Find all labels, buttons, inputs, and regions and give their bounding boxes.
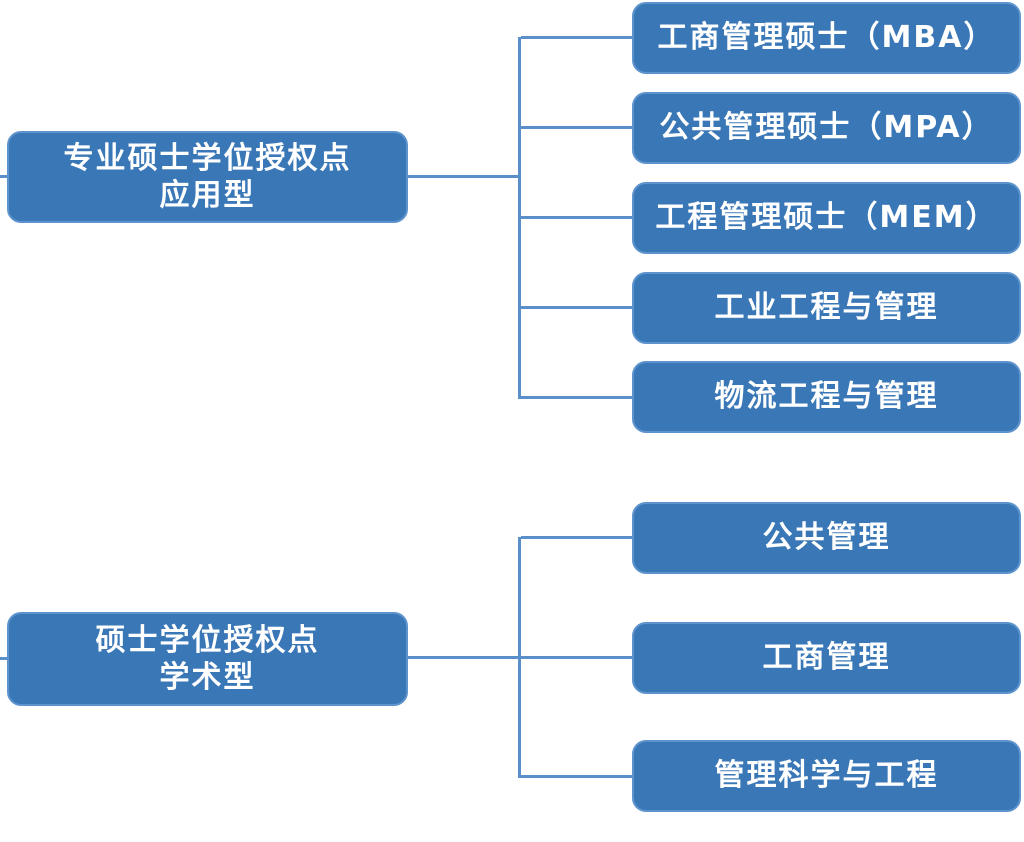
- node-label: 工商管理: [762, 640, 891, 676]
- connector-parent1-branch: [408, 175, 521, 178]
- node-mpa: 公共管理硕士（MPA）: [632, 92, 1021, 164]
- node-label: 物流工程与管理: [714, 379, 939, 415]
- connector-child-1-2: [521, 126, 632, 129]
- node-label: 工业工程与管理: [714, 290, 939, 326]
- node-label-line1: 专业硕士学位授权点: [63, 140, 352, 176]
- node-industrial-engineering: 工业工程与管理: [632, 272, 1021, 344]
- connector-child-2-2: [521, 656, 632, 659]
- node-label-line2: 学术型: [159, 660, 256, 695]
- connector-root-stub-group1: [0, 175, 9, 178]
- node-professional-master-parent: 专业硕士学位授权点 应用型: [7, 131, 408, 223]
- node-label-line1: 硕士学位授权点: [95, 622, 320, 658]
- node-management-science-engineering: 管理科学与工程: [632, 740, 1021, 812]
- connector-child-2-3: [521, 775, 632, 778]
- node-label: 工商管理硕士（MBA）: [657, 20, 996, 56]
- node-academic-master-parent: 硕士学位授权点 学术型: [7, 612, 408, 706]
- node-label: 公共管理: [762, 520, 891, 556]
- node-label: 公共管理硕士（MPA）: [659, 110, 994, 146]
- node-logistics-engineering: 物流工程与管理: [632, 361, 1021, 433]
- connector-child-1-5: [521, 396, 632, 399]
- node-label: 管理科学与工程: [714, 758, 939, 794]
- connector-parent2-branch: [408, 656, 521, 659]
- node-label: 工程管理硕士（MEM）: [655, 200, 998, 236]
- node-public-administration: 公共管理: [632, 502, 1021, 574]
- connector-root-stub-group2: [0, 657, 9, 660]
- connector-child-1-3: [521, 216, 632, 219]
- connector-child-2-1: [521, 536, 632, 539]
- node-business-administration: 工商管理: [632, 622, 1021, 694]
- connector-vertical-group1: [518, 37, 521, 399]
- node-mba: 工商管理硕士（MBA）: [632, 2, 1021, 74]
- node-mem: 工程管理硕士（MEM）: [632, 182, 1021, 254]
- node-label-line2: 应用型: [159, 178, 256, 213]
- connector-child-1-1: [521, 36, 632, 39]
- connector-child-1-4: [521, 306, 632, 309]
- connector-vertical-group2: [518, 537, 521, 778]
